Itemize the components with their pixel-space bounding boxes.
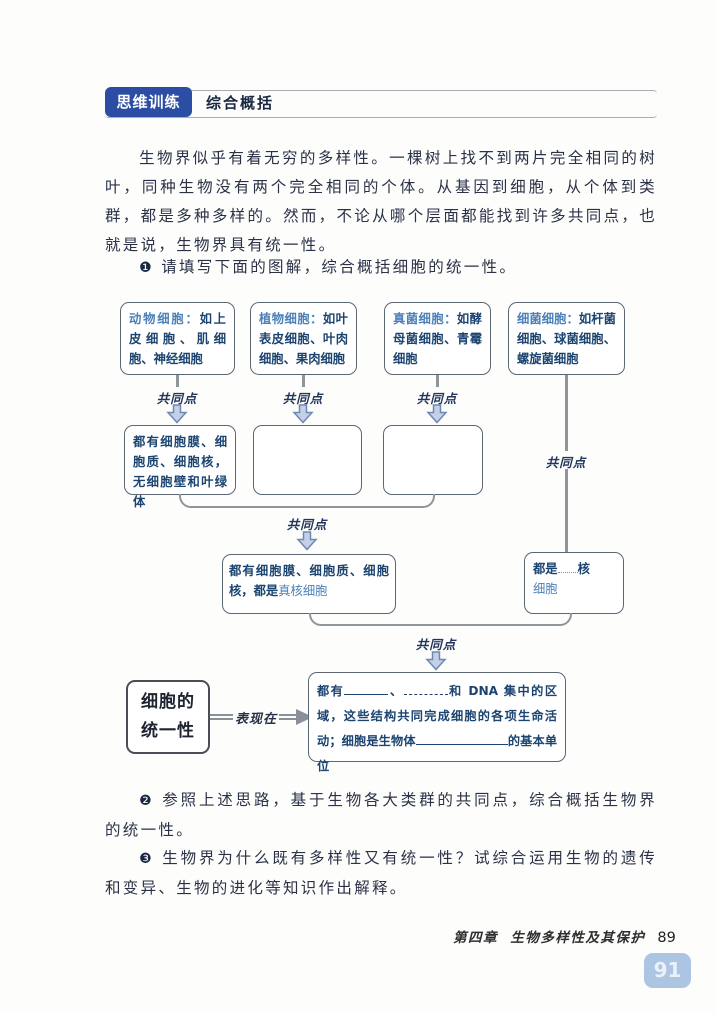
arrow-down-icon: [426, 404, 448, 424]
common-point-label: 共同点: [415, 637, 457, 652]
task-1: ❶ 请填写下面的图解，综合概括细胞的统一性。: [105, 253, 657, 283]
fungus-cell-box: 真菌细胞：如酵母菌细胞、青霉细胞: [384, 302, 491, 375]
task-2-number: ❷: [139, 793, 155, 809]
summary-box: 都有 、和 DNA 集中的区域，这些结构共同完成细胞的各项生命活动；细胞是生物体的…: [308, 672, 566, 773]
task-2: ❷ 参照上述思路，基于生物各大类群的共同点，综合概括生物界的统一性。: [105, 786, 657, 845]
animal-cell-examples: 如上皮细胞、肌细胞、神经细胞: [129, 312, 226, 366]
summary-fill-blank-3: [415, 731, 508, 745]
plant-cell-label: 植物细胞：: [259, 312, 323, 326]
merge-bracket: [309, 613, 572, 626]
eukaryote-printed-text: 都有细胞膜、细胞质、细胞核，: [229, 564, 389, 598]
section-subtitle: 综合概括: [206, 94, 275, 112]
task-3: ❸ 生物界为什么既有多样性又有统一性？试综合运用生物的遗传和变异、生物的进化等知…: [105, 844, 657, 903]
task-3-number: ❸: [139, 851, 155, 867]
intro-paragraph: 生物界似乎有着无穷的多样性。一棵树上找不到两片完全相同的树叶，同种生物没有两个完…: [105, 149, 657, 254]
cell-unity-line1: 细胞的: [141, 692, 195, 712]
connector-tick: [302, 375, 305, 387]
bacteria-cell-box: 细菌细胞：如杆菌细胞、球菌细胞、螺旋菌细胞: [508, 302, 625, 375]
common-point-label: 共同点: [286, 517, 328, 532]
prokaryote-common-box: 都是 核 细胞: [524, 552, 624, 614]
arrow-down-icon: [296, 531, 318, 551]
prokaryote-fill-blank: [557, 559, 578, 573]
task-1-text: 请填写下面的图解，综合概括细胞的统一性。: [161, 258, 518, 276]
prokaryote-prefix: 都是: [533, 562, 558, 576]
summary-fill-blank-1: [344, 681, 389, 695]
connector-tick: [176, 375, 179, 387]
summary-seg3: 和 DNA 集中的区域，这些结构共同完成细胞的各项生命活动；细胞是生物体: [317, 684, 558, 748]
animal-cell-label: 动物细胞：: [129, 312, 200, 326]
connector-tick: [436, 375, 439, 387]
animal-cell-box: 动物细胞：如上皮细胞、肌细胞、神经细胞: [120, 302, 235, 375]
arrow-down-icon: [292, 404, 314, 424]
footer-page-number: 89: [657, 930, 676, 946]
plant-cell-examples: 如叶表皮细胞、叶肉细胞、果肉细胞: [259, 312, 348, 366]
common-point-label: 共同点: [545, 455, 587, 470]
footer-chapter-line: 第四章 生物多样性及其保护 89: [453, 926, 676, 946]
fungus-cell-label: 真菌细胞：: [393, 312, 457, 326]
eukaryote-printed-text2: 都是: [253, 584, 279, 598]
prokaryote-after-blank: 核: [577, 562, 590, 576]
summary-seg2: 、: [388, 684, 404, 698]
common-point-label: 共同点: [416, 391, 458, 406]
task-1-number: ❶: [139, 260, 154, 276]
summary-fill-blank-2: [403, 681, 448, 695]
eukaryote-common-box: 都有细胞膜、细胞质、细胞核，都是真核细胞: [222, 554, 396, 614]
connector-line: [565, 469, 568, 552]
common-point-label: 共同点: [156, 391, 198, 406]
summary-seg1: 都有: [317, 684, 345, 698]
footer-chapter: 第四章: [453, 930, 498, 946]
arrow-down-icon: [166, 404, 188, 424]
cell-unity-line2: 统一性: [141, 721, 195, 741]
task-2-text: 参照上述思路，基于生物各大类群的共同点，综合概括生物界的统一性。: [105, 791, 658, 839]
arrow-down-icon: [425, 651, 447, 671]
merge-bracket: [179, 494, 435, 508]
fungus-common-box-empty: [383, 425, 483, 495]
corner-page-badge: 91: [644, 953, 691, 988]
summary-seg4: 的基本单位: [317, 734, 558, 773]
bacteria-cell-label: 细菌细胞：: [517, 312, 579, 326]
section-tag: 思维训练: [105, 87, 192, 117]
bacteria-cell-examples: 如杆菌细胞、球菌细胞、螺旋菌细胞: [517, 312, 616, 366]
task-3-text: 生物界为什么既有多样性又有统一性？试综合运用生物的遗传和变异、生物的进化等知识作…: [105, 849, 658, 897]
relation-arrow-label: 表现在: [233, 708, 280, 727]
cell-unity-box: 细胞的 统一性: [126, 680, 210, 754]
fungus-cell-examples: 如酵母菌细胞、青霉细胞: [393, 312, 482, 366]
header-rule: [105, 90, 657, 118]
plant-common-box-empty: [253, 425, 362, 495]
common-point-label: 共同点: [282, 391, 324, 406]
footer-section-title: 生物多样性及其保护: [510, 930, 646, 946]
plant-cell-box: 植物细胞：如叶表皮细胞、叶肉细胞、果肉细胞: [250, 302, 357, 375]
eukaryote-filled-answer: 真核细胞: [278, 584, 328, 598]
animal-common-box: 都有细胞膜、细胞质、细胞核，无细胞壁和叶绿体: [124, 425, 236, 509]
connector-line: [565, 375, 568, 451]
prokaryote-line2: 细胞: [533, 582, 558, 596]
